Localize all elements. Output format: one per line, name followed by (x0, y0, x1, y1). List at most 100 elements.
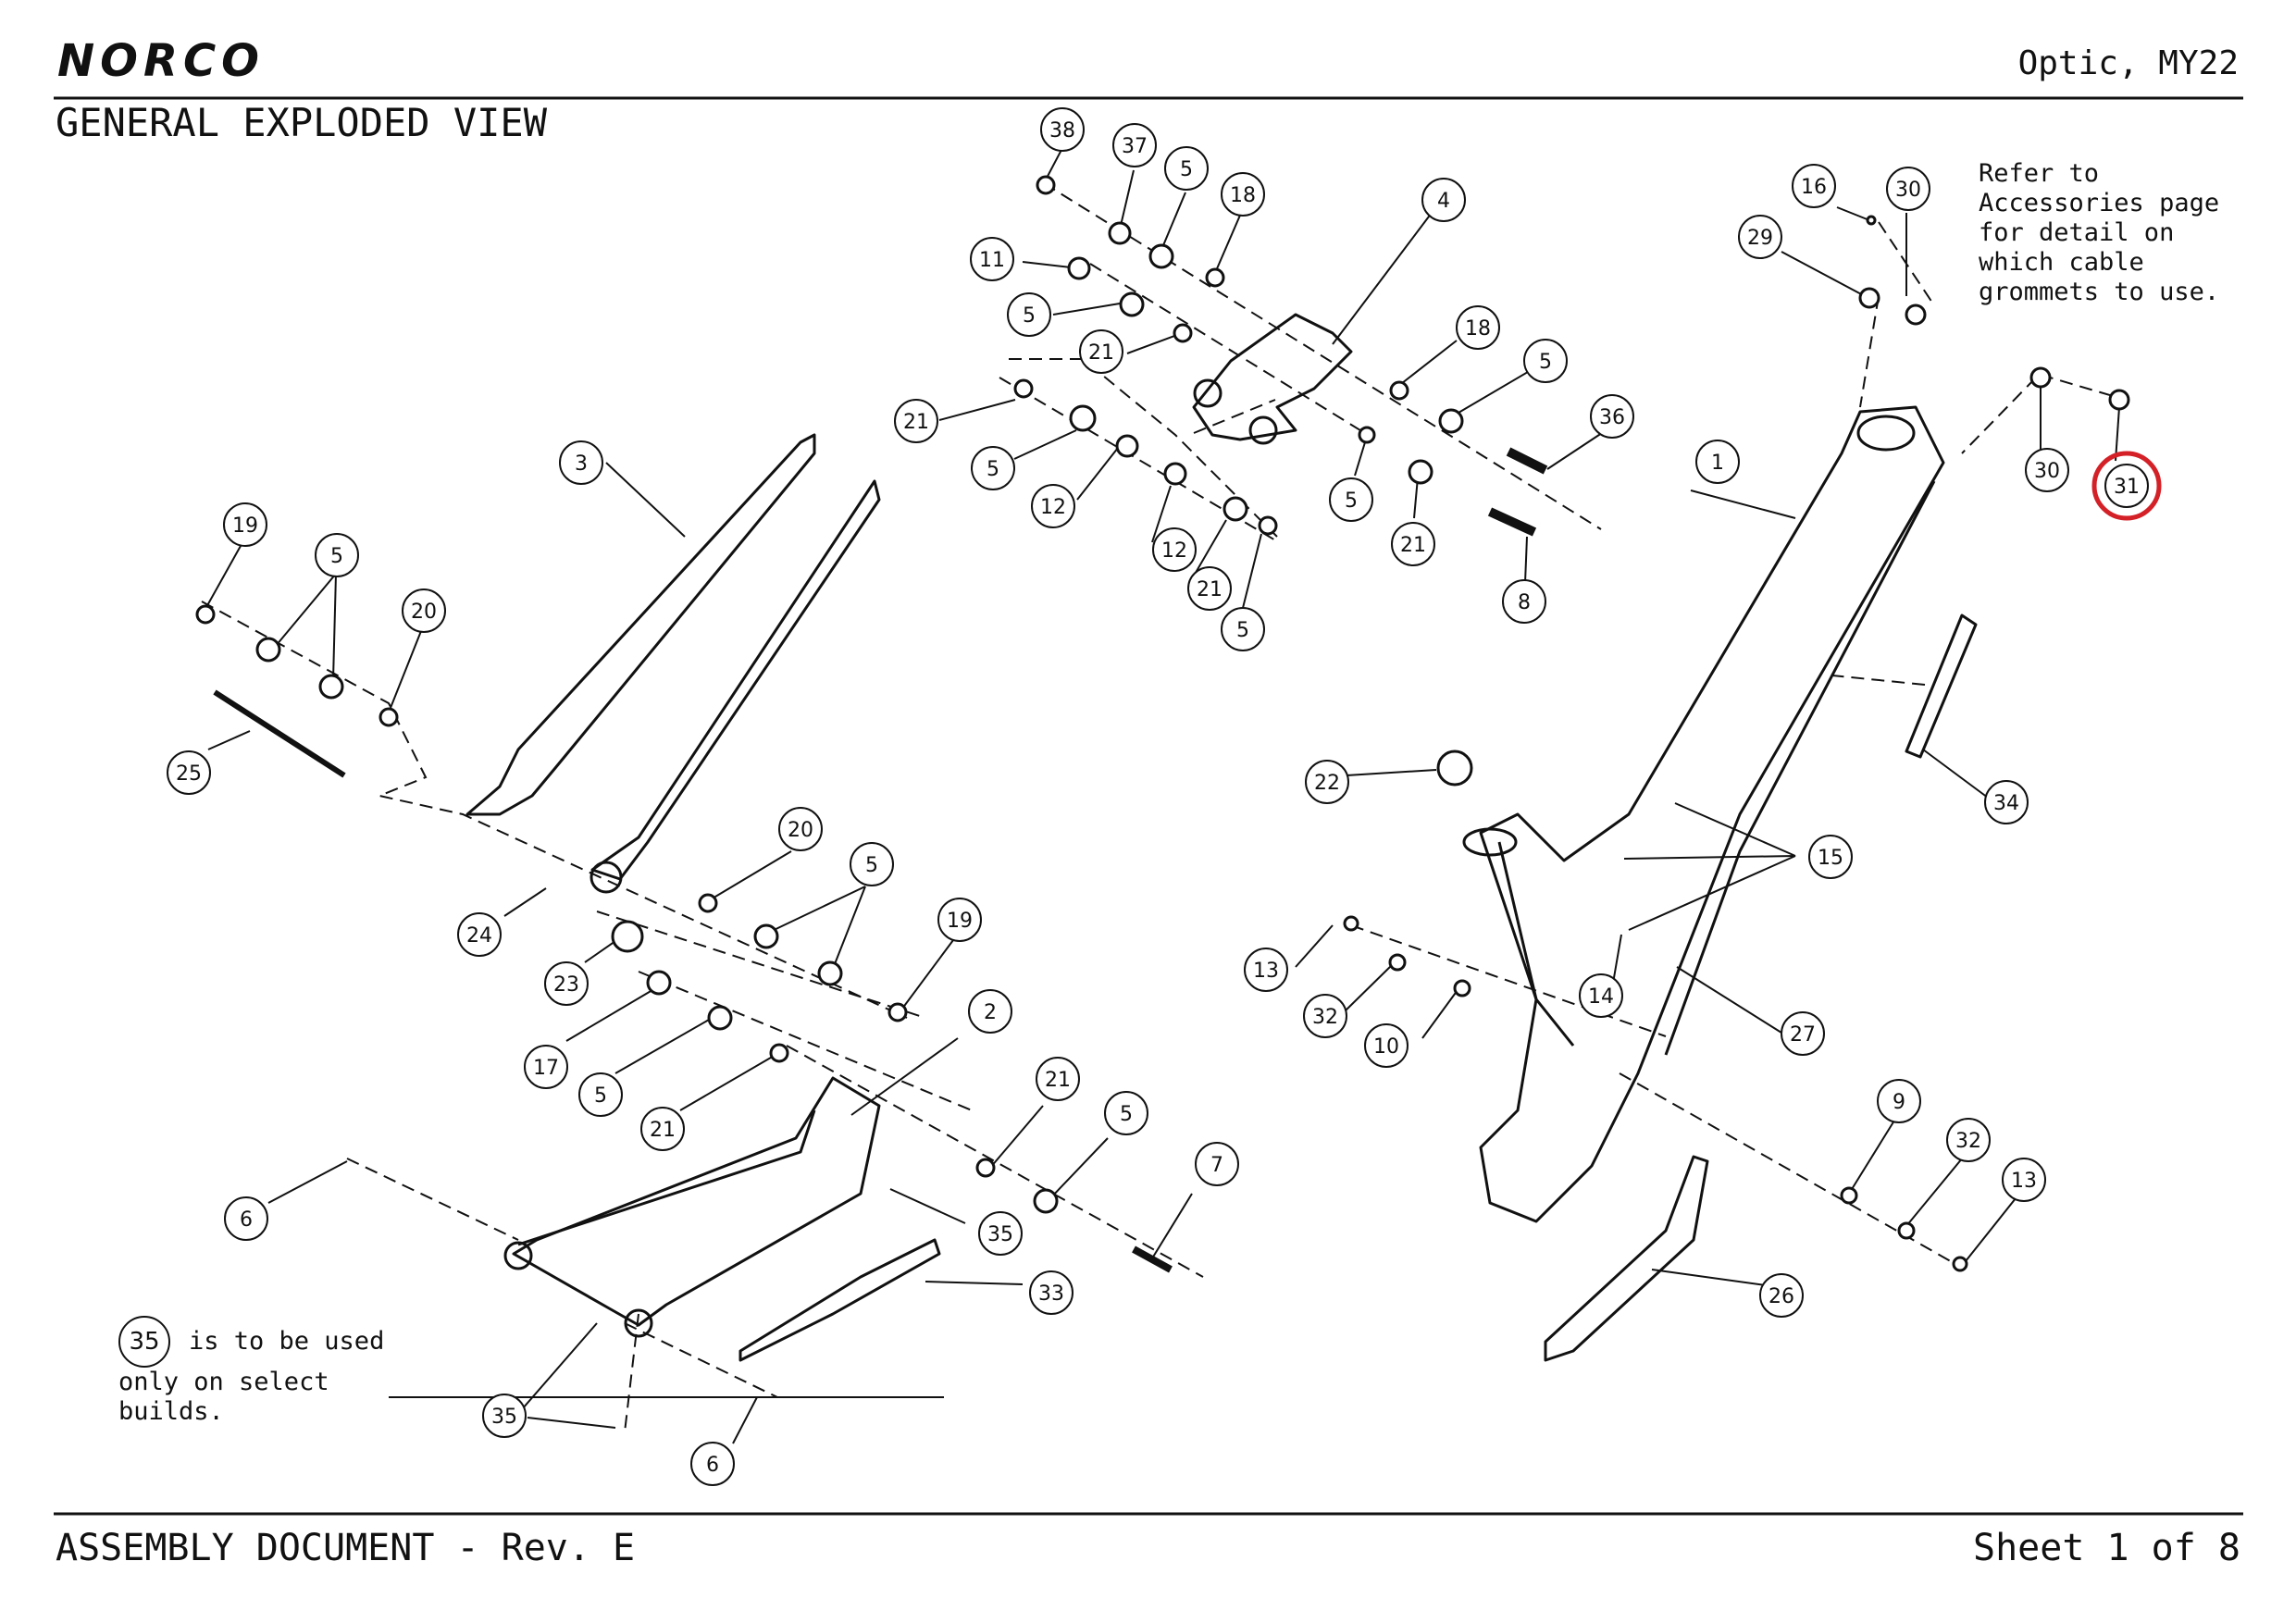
callout-number: 30 (1895, 179, 1921, 202)
model-title: Optic, MY22 (2017, 44, 2239, 82)
callout-balloon (778, 807, 823, 851)
callout-number: 11 (979, 249, 1005, 272)
callout-balloon (894, 399, 938, 443)
callout-number: 25 (176, 762, 202, 786)
hardware-parts (195, 175, 2130, 1272)
callout-5: 5 (1104, 1091, 1148, 1135)
callout-37: 37 (1112, 123, 1157, 167)
callout-balloon (1590, 394, 1634, 439)
callout-number: 18 (1230, 184, 1256, 207)
note-line: which cable (1979, 248, 2144, 277)
callout-number: 15 (1818, 847, 1843, 870)
down-tube-edge (1664, 480, 1936, 1056)
callout-6: 6 (224, 1196, 268, 1241)
callout-balloon (578, 1072, 623, 1117)
pivot-bolt (1132, 1245, 1173, 1273)
callout-number: 5 (865, 854, 878, 877)
callout-balloon (1152, 527, 1197, 572)
callout-32: 32 (1303, 994, 1347, 1038)
callout-23: 23 (544, 961, 589, 1006)
callout-13: 13 (1244, 948, 1288, 992)
callout-5: 5 (850, 842, 894, 886)
callout-18: 18 (1221, 172, 1265, 217)
callout-number: 2 (984, 1001, 997, 1024)
callout-balloon (1221, 607, 1265, 651)
callout-number: 12 (1161, 539, 1187, 563)
callout-balloon (1579, 973, 1623, 1018)
rocker-eye (1193, 378, 1222, 408)
callout-number: 5 (594, 1084, 607, 1108)
note-line: builds. (118, 1397, 224, 1426)
callout-number: 22 (1314, 772, 1340, 795)
callout-number: 23 (553, 973, 579, 997)
callout-18: 18 (1456, 305, 1500, 350)
callout-balloon (1391, 522, 1435, 566)
callout-balloon (640, 1107, 685, 1151)
callout-21: 21 (1036, 1057, 1080, 1101)
callout-balloon (1792, 164, 1836, 208)
callout-25: 25 (167, 750, 211, 795)
rocker-link (1192, 313, 1353, 441)
callout-12: 12 (1152, 527, 1197, 572)
frame-parts (213, 313, 1978, 1362)
chainstay-guard (738, 1238, 941, 1362)
note-line: Accessories page (1979, 189, 2220, 217)
callout-number: 35 (491, 1406, 517, 1429)
callout-balloon (167, 750, 211, 795)
callout-number: 16 (1801, 176, 1827, 199)
callout-number: 3 (575, 452, 588, 476)
callout-30: 30 (2025, 448, 2069, 492)
head-tube (1856, 415, 1916, 452)
chainstay-edge (517, 1109, 816, 1246)
callout-balloon (402, 588, 446, 633)
callout-number: 8 (1518, 591, 1531, 614)
callout-balloon (1502, 579, 1546, 624)
callout-number: 33 (1038, 1282, 1064, 1306)
callout-balloon (1808, 835, 1853, 879)
callout-2: 2 (968, 989, 1012, 1034)
rocker-eye (1248, 415, 1278, 445)
callout-number: 18 (1465, 317, 1491, 341)
callout-balloon (1244, 948, 1288, 992)
callout-number: 21 (1197, 578, 1222, 601)
callout-number: 36 (1599, 406, 1625, 429)
callout-24: 24 (457, 912, 502, 957)
downtube-guard (1905, 613, 1978, 759)
callout-number: 27 (1790, 1023, 1816, 1047)
callout-6: 6 (690, 1442, 735, 1486)
callout-balloon (1695, 440, 1740, 484)
callout-number: 32 (1955, 1130, 1981, 1153)
callout-number: 13 (1253, 960, 1279, 983)
callout-number: 21 (650, 1119, 676, 1142)
callout-number: 20 (788, 819, 813, 842)
note-line: only on select (118, 1368, 329, 1396)
callout-27: 27 (1781, 1011, 1825, 1056)
callout-number: 9 (1893, 1091, 1905, 1114)
callout-balloon (1112, 123, 1157, 167)
callout-36: 36 (1590, 394, 1634, 439)
callout-number: 19 (232, 514, 258, 538)
callout-35: 35 (978, 1211, 1023, 1256)
callout-balloon (1305, 760, 1349, 804)
callout-5: 5 (1007, 292, 1051, 337)
sheet-number: Sheet 1 of 8 (1973, 1527, 2240, 1569)
callout-balloon (1104, 1091, 1148, 1135)
callout-number: 6 (240, 1208, 253, 1232)
note-callout-balloon: 35 (118, 1316, 170, 1368)
callout-21: 21 (1079, 329, 1123, 374)
callout-balloon (2104, 464, 2149, 508)
callout-balloon (524, 1045, 568, 1089)
callout-number: 5 (1539, 351, 1552, 374)
callout-19: 19 (223, 502, 267, 547)
callout-balloon (223, 502, 267, 547)
pivot-eye (590, 861, 623, 894)
bottom-guard (1544, 1155, 1709, 1362)
callout-number: 5 (1023, 304, 1036, 328)
callout-balloon (1738, 215, 1782, 259)
callout-22: 22 (1305, 760, 1349, 804)
callout-31: 31 (2104, 464, 2149, 508)
callout-balloon (850, 842, 894, 886)
callout-number: 21 (1088, 341, 1114, 365)
callout-number: 30 (2034, 460, 2060, 483)
